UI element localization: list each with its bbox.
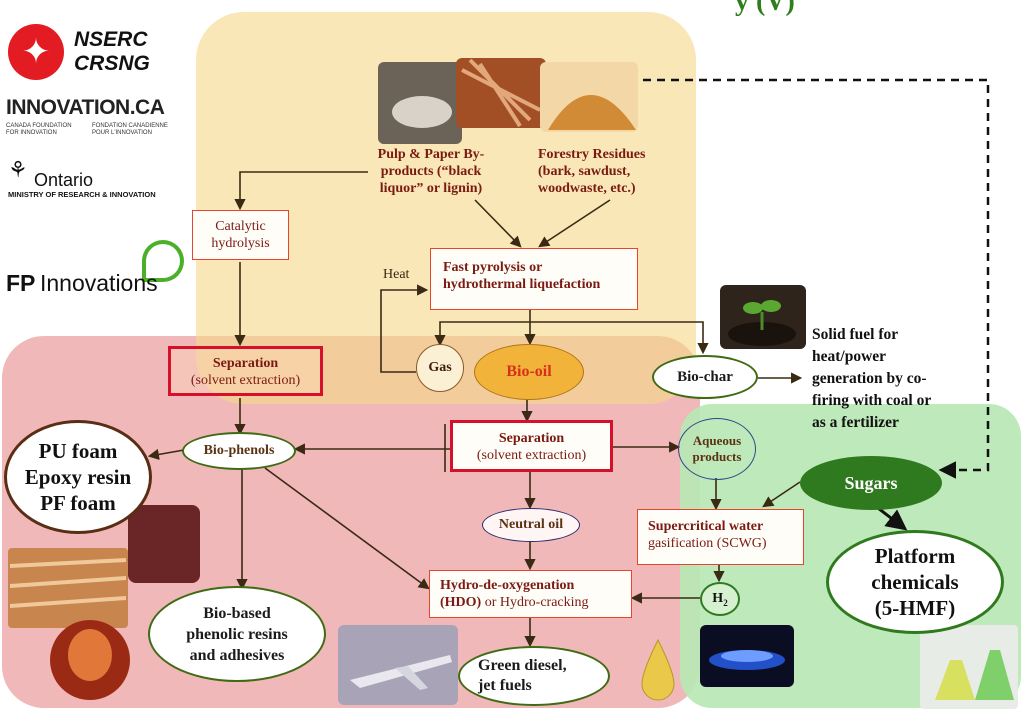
separation-box-2: Separation (solvent extraction) [450,420,613,472]
heat-label: Heat [383,267,410,282]
arrow-forestry-to-pyrolysis [538,199,611,248]
fast-pyrolysis-box: Fast pyrolysis or hydrothermal liquefact… [430,248,638,310]
aqueous-products-node: Aqueous products [678,418,756,480]
sawdust-photo [540,62,638,132]
hdo-rest-label: or Hydro-cracking [481,595,589,610]
dashed-arrow-forestry-to-sugars [643,78,990,479]
pulp-photo [378,62,462,144]
bio-char-node: Bio-char [652,355,758,399]
arrow-pulp-to-pyrolysis [474,199,522,248]
nserc-text: NSERC [74,28,148,51]
fpinnovations-leaf-icon [142,240,184,282]
forestry-feedstock-label: Forestry Residues (bark, sawdust, woodwa… [538,147,646,196]
airplane-photo [338,625,458,705]
h2-main: H [712,590,724,606]
hdo-box: Hydro-de-oxygenation (HDO) or Hydro-crac… [429,570,632,618]
solid-fuel-label: Solid fuel for heat/power generation by … [812,326,932,431]
fuels-products-oval: Green diesel, jet fuels [458,646,610,706]
arrow-pulp-to-catalytic [234,171,368,211]
scwg-box: Supercritical water gasification (SCWG) [637,509,804,565]
neutral-oil-node: Neutral oil [482,508,580,542]
innovation-logo: INNOVATION.CA CANADA FOUNDATION FOR INNO… [6,96,196,142]
bark-photo [456,58,546,128]
plywood-photo [8,548,128,628]
resins-products-oval: Bio-based phenolic resins and adhesives [148,586,326,682]
arrow-biophenols-to-foam [147,448,185,460]
molten-resin-photo [50,620,130,700]
maple-leaf-icon: ✦ [8,24,64,80]
gas-node: Gas [416,344,464,392]
catalytic-hydrolysis-box: Catalytic hydrolysis [192,210,289,260]
hdo-bold-label: (HDO) [440,595,482,610]
fpinnovations-logo: FP Innovations [6,236,196,300]
innovation-sub4: POUR L'INNOVATION [92,130,152,136]
crsng-text: CRSNG [74,52,150,75]
sugars-node: Sugars [800,456,942,510]
nserc-logo: ✦ NSERC CRSNG [8,22,188,82]
fp-bold: FP [6,270,36,296]
heat-loop-line [380,284,429,373]
ontario-trillium-icon: ⚘ [8,158,28,183]
innovation-sub3: FONDATION CANADIENNE [92,123,168,129]
innovation-sub1: CANADA FOUNDATION [6,123,72,129]
bio-phenols-node: Bio-phenols [182,432,296,470]
h2-sub: 2 [723,597,728,608]
arrow-biophenols-to-hdo [264,467,430,590]
lab-flasks-photo [920,625,1018,709]
oil-drop-icon [641,638,675,701]
fp-rest: Innovations [40,270,158,296]
ontario-ministry: MINISTRY OF RESEARCH & INNOVATION [8,190,156,199]
ontario-logo: ⚘ Ontario MINISTRY OF RESEARCH & INNOVAT… [8,160,198,200]
ontario-text: Ontario [34,170,94,190]
bio-oil-node: Bio-oil [474,344,584,400]
innovation-brand: INNOVATION.CA [6,96,165,119]
innovation-sub2: FOR INNOVATION [6,130,57,136]
arrow-pyrolysis-to-gas [434,321,530,347]
title-fragment: y (V) [735,0,795,17]
h2-node: H2 [700,582,740,616]
gas-flame-photo [700,625,794,687]
arrow-sugars-to-platform [877,506,908,531]
arrow-sugars-to-scwg [762,481,801,508]
foam-products-oval: PU foam Epoxy resin PF foam [4,420,152,534]
platform-chemicals-oval: Platform chemicals (5-HMF) [826,530,1004,634]
separation-box-1: Separation (solvent extraction) [168,346,323,396]
pulp-feedstock-label: Pulp & Paper By- products (“black liquor… [377,147,485,196]
foam-block-photo [128,505,200,583]
arrow-pyrolysis-to-biochar [530,321,709,355]
seedling-photo [720,285,806,349]
